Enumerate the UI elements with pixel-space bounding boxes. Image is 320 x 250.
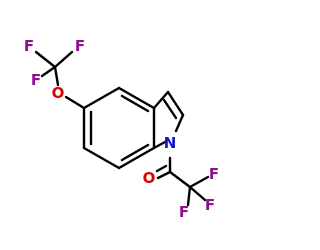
bond-o-c5 (64, 95, 86, 110)
bond-c2-n (174, 113, 185, 133)
atom-f-left: F (31, 71, 41, 89)
bond-cf3-c-o (53, 65, 60, 87)
atom-n-indole: N (164, 134, 177, 152)
bond-c3a-c3 (152, 90, 170, 110)
atom-label-layer: F F F O N O F F F (24, 37, 219, 221)
bond-c4-c3a (117, 86, 156, 110)
bond-n-c7a (152, 140, 167, 150)
bond-c4-c3a-double (120, 94, 150, 113)
bond-c7a-c7-double (120, 143, 150, 162)
bond-cf3-c-f-left (40, 65, 57, 78)
bond-c7-c6 (82, 146, 121, 170)
bond-c5-c4 (82, 86, 121, 110)
atom-f-right-bottom: F (205, 196, 215, 214)
atom-o-carbonyl: O (143, 169, 156, 187)
atom-f-right-top: F (209, 165, 219, 183)
atom-f-top-right: F (75, 37, 85, 55)
bond-carbonyl-c-o (156, 170, 172, 180)
bond-c7a-c7 (117, 146, 156, 170)
bond-cf3-c-f-top-right (53, 50, 74, 69)
bond-cf3-c-f-top-left (34, 50, 57, 69)
bond-cf3b-c-f-right-bottom (188, 185, 207, 202)
atom-f-top-left: F (24, 37, 34, 55)
bond-c3-c2-double (162, 98, 178, 120)
bond-cf3b-c-f-bottom (186, 185, 192, 207)
atom-f-bottom: F (179, 203, 189, 221)
chemical-structure: F F F O N O F F F (24, 37, 219, 221)
bond-carbonyl-c-cf3-c (168, 170, 192, 189)
bond-carbonyl-c-o-double (155, 164, 168, 173)
bond-layer (34, 50, 210, 207)
bond-c3-c2 (166, 90, 185, 117)
atom-o-ether: O (52, 84, 65, 102)
bond-cf3b-c-f-right-top (188, 175, 210, 189)
